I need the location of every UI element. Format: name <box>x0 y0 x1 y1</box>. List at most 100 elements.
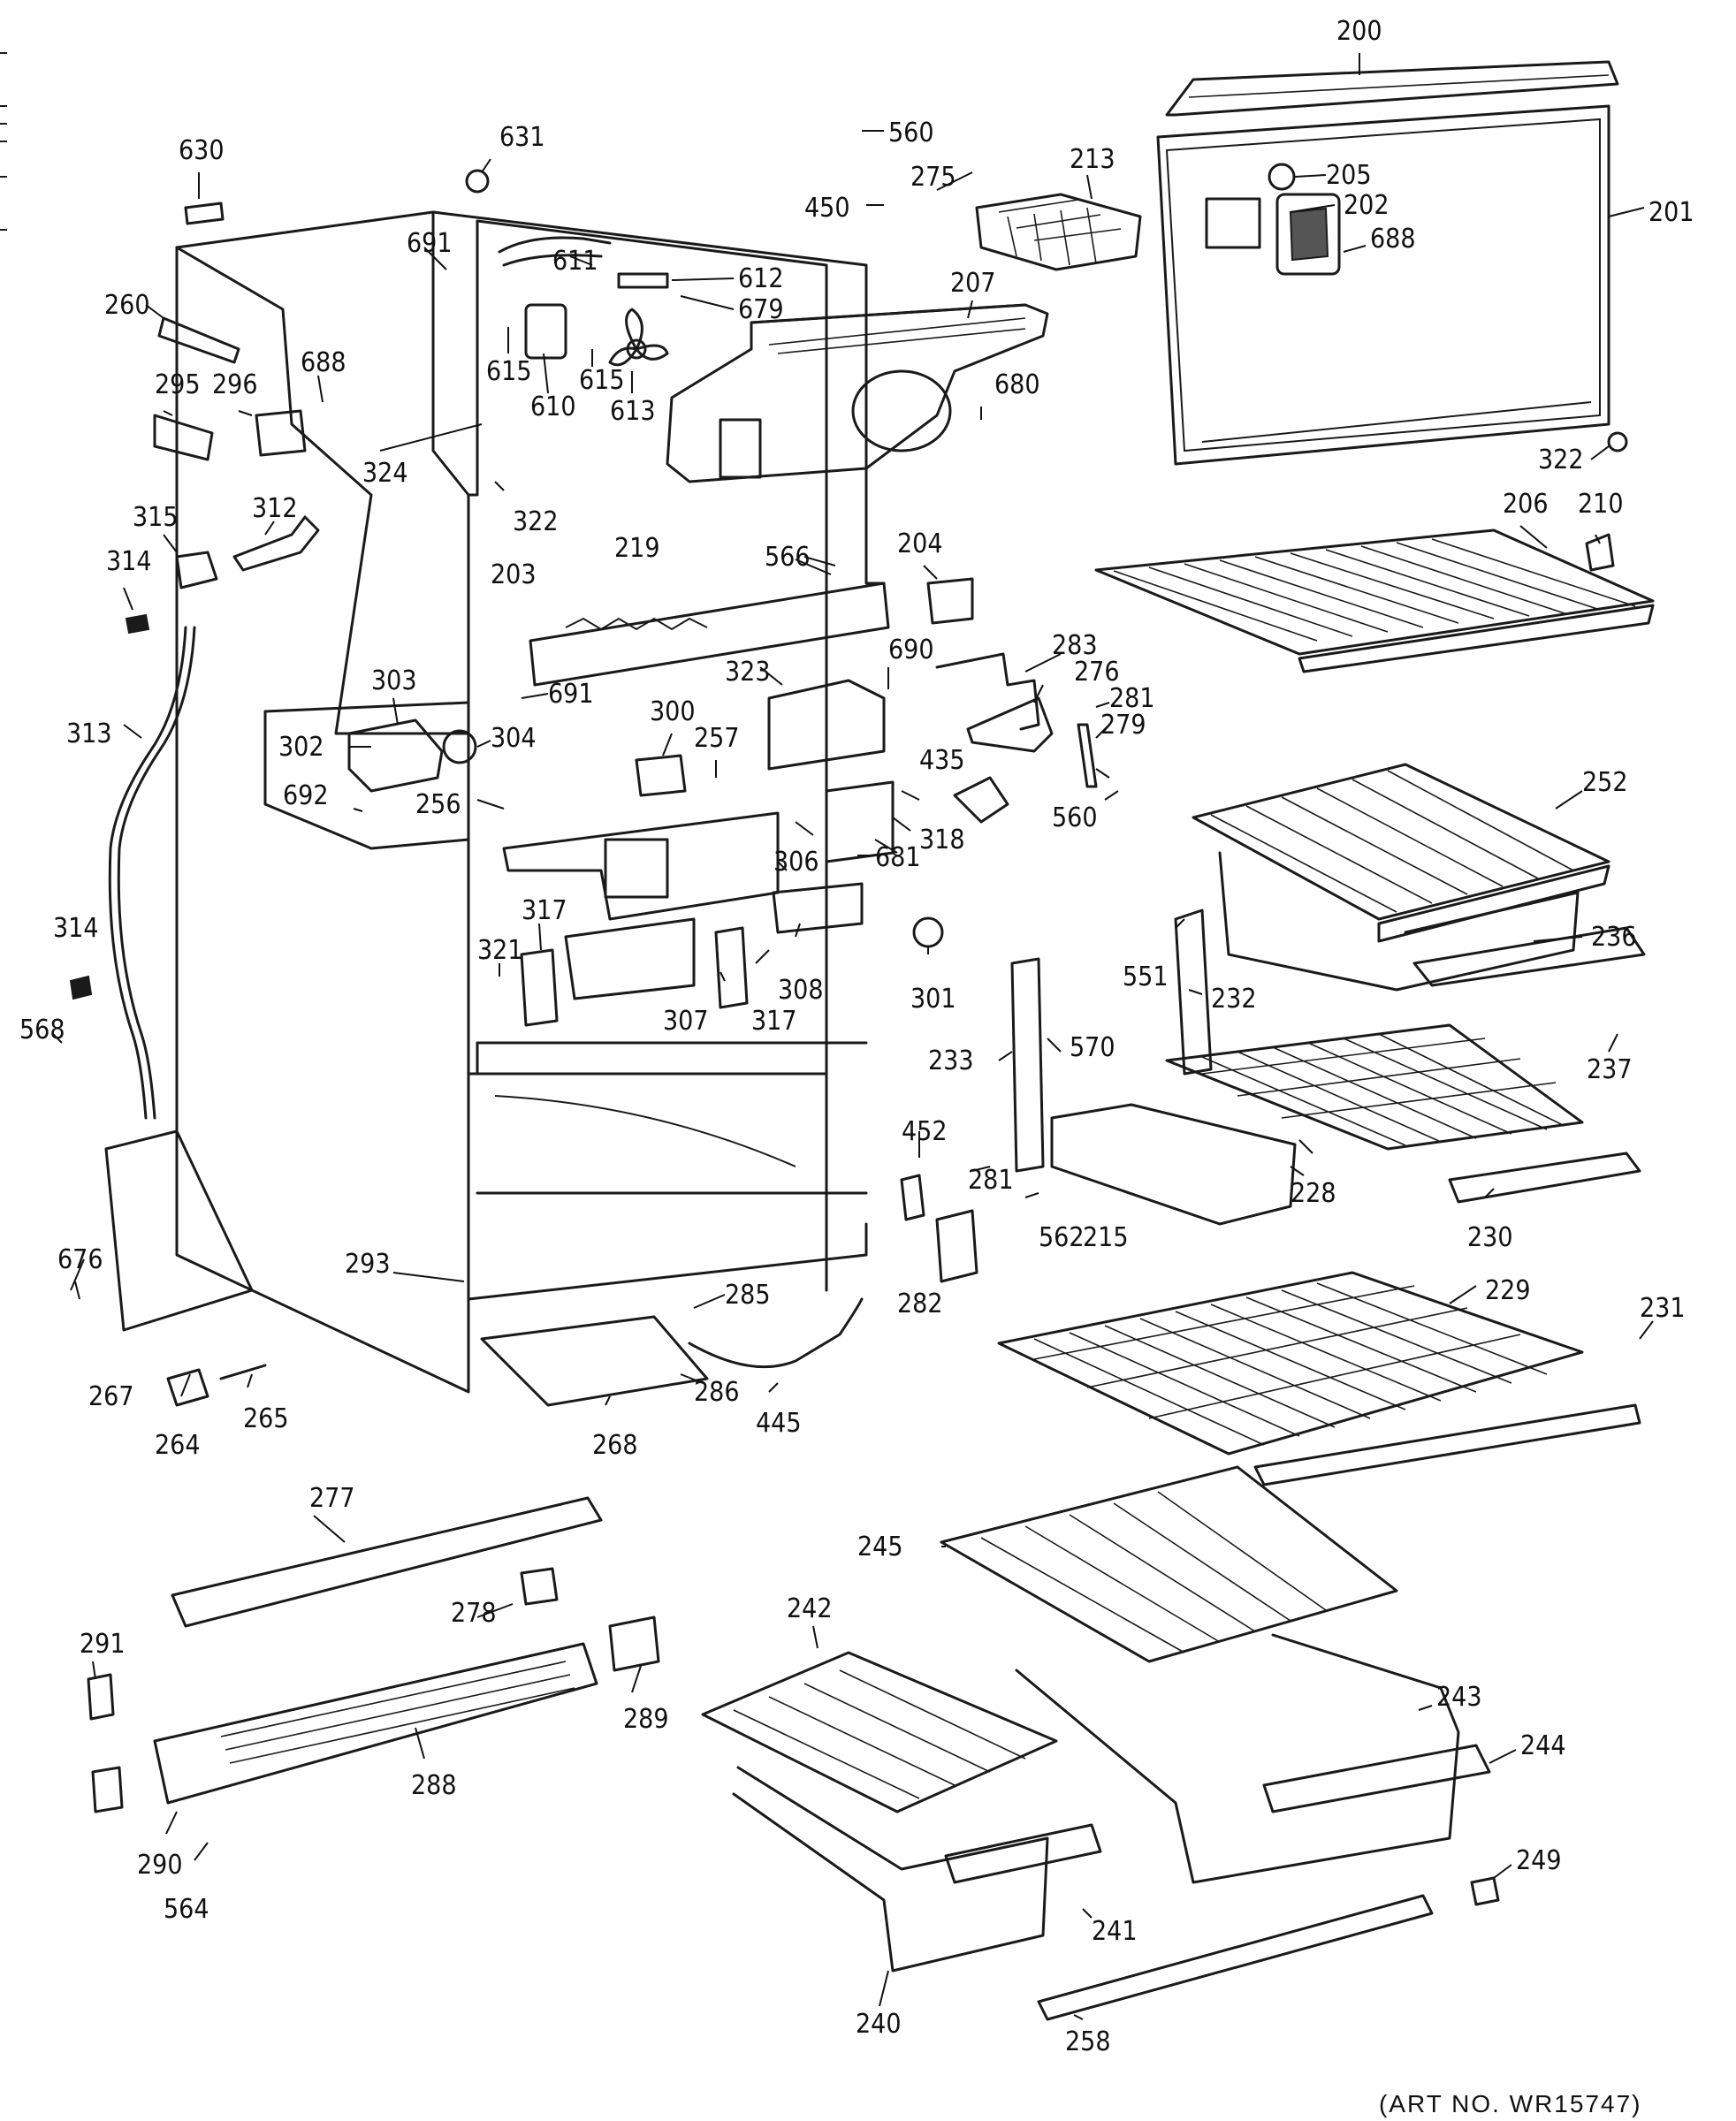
callout-690: 690 <box>888 635 934 665</box>
art-number: (ART NO. WR15747) <box>1379 2090 1641 2117</box>
callout-560b: 560 <box>1052 802 1098 833</box>
callout-612: 612 <box>738 263 784 294</box>
plug-630 <box>184 201 225 225</box>
callout-631: 631 <box>499 122 545 153</box>
clip-631 <box>465 169 490 194</box>
control-window <box>604 838 669 899</box>
callout-295: 295 <box>155 369 201 400</box>
bracket-283 <box>935 652 1040 731</box>
elbow-312 <box>232 515 320 572</box>
knob-301 <box>912 916 944 948</box>
evaporator-cover-207 <box>666 303 1049 483</box>
callout-204: 204 <box>897 528 943 559</box>
callout-285: 285 <box>725 1280 771 1311</box>
callout-312: 312 <box>252 493 298 524</box>
tray-268 <box>480 1315 709 1407</box>
callout-562: 562 <box>1039 1222 1085 1253</box>
fitting-315 <box>175 551 218 589</box>
thermostat-300 <box>635 754 687 797</box>
bin-215 <box>1050 1103 1297 1226</box>
callout-688b: 688 <box>301 347 346 378</box>
pan-236 <box>1218 851 1580 992</box>
callout-252: 252 <box>1582 767 1628 798</box>
callout-615b: 615 <box>579 365 625 396</box>
callout-260: 260 <box>104 290 150 321</box>
side-panel-267 <box>104 1129 254 1332</box>
rail-277 <box>171 1496 603 1628</box>
callout-676: 676 <box>57 1244 103 1275</box>
cabinet <box>0 52 886 1394</box>
track-232 <box>1174 908 1213 1076</box>
callout-308: 308 <box>778 975 824 1006</box>
bracket-317a <box>520 948 559 1027</box>
fan-motor-610 <box>524 303 567 360</box>
callout-243: 243 <box>1436 1682 1482 1713</box>
callout-691b: 691 <box>548 679 594 710</box>
callout-206: 206 <box>1503 489 1549 520</box>
callout-452: 452 <box>902 1116 948 1147</box>
rail-203 <box>529 582 890 687</box>
callout-281a: 281 <box>1109 683 1155 714</box>
gear-304 <box>442 729 477 764</box>
bracket-249 <box>1470 1876 1500 1906</box>
callout-267: 267 <box>88 1381 134 1412</box>
callout-551: 551 <box>1123 962 1169 992</box>
callout-303: 303 <box>371 665 417 696</box>
callout-301: 301 <box>910 984 956 1015</box>
callout-249: 249 <box>1516 1845 1562 1876</box>
clip-314a <box>125 613 150 635</box>
toe-grille-288 <box>153 1642 598 1805</box>
callout-566: 566 <box>765 542 811 573</box>
housing-296 <box>255 409 307 457</box>
callout-265: 265 <box>243 1403 289 1434</box>
callout-293: 293 <box>345 1249 391 1280</box>
callout-560a: 560 <box>888 118 934 148</box>
callout-315: 315 <box>133 502 179 533</box>
bracket-612 <box>617 272 669 289</box>
callout-244: 244 <box>1520 1730 1566 1761</box>
shelf-206 <box>1094 528 1655 673</box>
callout-681: 681 <box>875 842 921 873</box>
roller-264 <box>166 1368 209 1407</box>
clip-314b <box>69 975 93 1000</box>
callout-568: 568 <box>19 1015 65 1045</box>
callout-435: 435 <box>919 745 965 776</box>
callout-322a: 322 <box>1538 445 1584 475</box>
cover-307 <box>564 917 696 1000</box>
ice-tray-213 <box>975 193 1142 271</box>
track-233 <box>1010 957 1045 1173</box>
crisper-240 <box>732 1766 1049 1973</box>
trim-231 <box>1253 1403 1641 1486</box>
callout-203: 203 <box>491 559 537 590</box>
callout-232: 232 <box>1211 984 1257 1015</box>
bracket-295 <box>153 414 214 461</box>
lamp-socket-435 <box>953 776 1009 824</box>
callout-276: 276 <box>1074 657 1120 688</box>
callout-302: 302 <box>278 732 324 763</box>
callout-680: 680 <box>994 369 1040 400</box>
callout-314a: 314 <box>106 546 152 577</box>
callout-277: 277 <box>309 1483 355 1514</box>
callout-236: 236 <box>1591 922 1637 953</box>
callout-213: 213 <box>1070 144 1115 175</box>
callout-290: 290 <box>137 1850 183 1881</box>
callout-692: 692 <box>283 780 329 811</box>
callout-201: 201 <box>1648 197 1694 228</box>
hinge-282 <box>935 1209 978 1283</box>
callout-688a: 688 <box>1370 224 1416 255</box>
callout-245: 245 <box>857 1532 903 1562</box>
bracket-317b <box>714 926 749 1009</box>
callout-240: 240 <box>856 2009 902 2040</box>
callout-289: 289 <box>623 1704 669 1735</box>
handle-241 <box>944 1823 1102 1884</box>
callout-296: 296 <box>212 369 258 400</box>
callout-242: 242 <box>787 1593 833 1624</box>
door-liner-201 <box>1156 104 1628 466</box>
callout-233: 233 <box>928 1045 974 1076</box>
callout-322b: 322 <box>513 506 559 537</box>
callout-313: 313 <box>66 718 112 749</box>
tube-313 <box>108 626 187 1120</box>
bracket-289 <box>608 1615 660 1672</box>
callout-231: 231 <box>1640 1293 1686 1324</box>
callout-318: 318 <box>919 825 965 855</box>
